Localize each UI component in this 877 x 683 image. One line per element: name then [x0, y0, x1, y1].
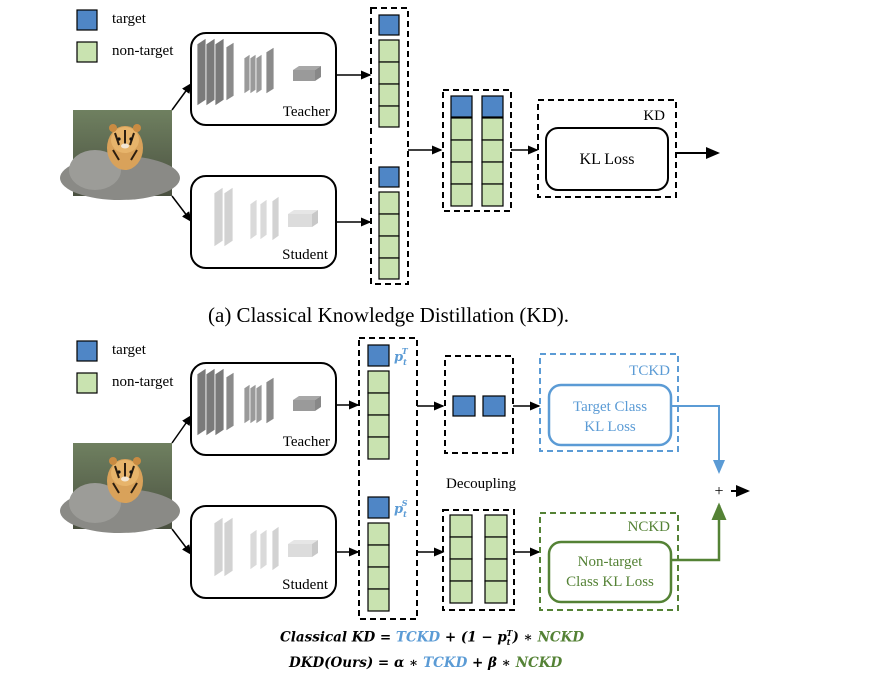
arrow-image-to-teacher-bottom — [171, 414, 192, 444]
nontarget-logits-teacher — [449, 514, 473, 604]
teacher-logits-top — [378, 14, 400, 128]
kl-loss-box — [545, 127, 669, 191]
paired-logits-left — [450, 95, 473, 207]
legend-target-swatch — [76, 9, 98, 31]
student-logits-top — [378, 166, 400, 280]
nontarget-logits-student — [484, 514, 508, 604]
target-logit-teacher — [452, 395, 476, 417]
target-pair-group — [444, 355, 514, 454]
teacher-network-bottom — [190, 362, 337, 456]
formula-classical-kd: Classical KD = TCKD + (1 − ptT) ∗ NCKD — [280, 628, 585, 648]
target-logit-student — [482, 395, 506, 417]
tckd-label: TCKD — [629, 363, 670, 379]
tckd-box-line2: KL Loss — [584, 419, 636, 435]
kd-label: KD — [643, 108, 665, 124]
input-image-top — [60, 110, 180, 200]
teacher-label-top: Teacher — [283, 104, 330, 120]
legend-non-target-label-bottom: non-target — [112, 374, 174, 390]
legend-non-target-swatch — [76, 41, 98, 63]
arrow-image-to-student-bottom — [171, 528, 192, 556]
pt-teacher-label: ptT — [394, 346, 409, 367]
nckd-dashed-box — [539, 512, 679, 611]
nckd-box-line1: Non-target — [578, 554, 644, 570]
teacher-logits-bottom — [367, 344, 390, 460]
nckd-label: NCKD — [627, 519, 670, 535]
sum-symbol: + — [714, 483, 723, 500]
student-label-bottom: Student — [282, 577, 329, 593]
student-network-top — [190, 175, 337, 269]
tckd-box-line1: Target Class — [573, 399, 647, 415]
legend-target-swatch-bottom — [76, 340, 98, 362]
decoupling-label: Decoupling — [446, 476, 516, 492]
tckd-dashed-box — [539, 353, 679, 452]
paired-logits-group — [442, 89, 512, 212]
teacher-label-bottom: Teacher — [283, 434, 330, 450]
teacher-network-top — [190, 32, 337, 126]
tckd-loss-box — [547, 383, 673, 447]
kl-loss-label: KL Loss — [580, 151, 635, 168]
paired-logits-right — [481, 95, 504, 207]
legend-non-target-swatch-bottom — [76, 372, 98, 394]
arrow-image-to-teacher — [171, 82, 192, 111]
student-logits-bottom — [367, 496, 390, 612]
arrow-tckd-to-sum — [671, 405, 725, 474]
pt-student-label: ptS — [394, 498, 408, 519]
legend-non-target-label: non-target — [112, 43, 174, 59]
arrow-nckd-to-sum — [671, 502, 727, 562]
kd-dashed-box — [537, 99, 677, 198]
legend-target-label-bottom: target — [112, 342, 146, 358]
nontarget-pair-group — [442, 509, 515, 611]
student-label-top: Student — [282, 247, 329, 263]
legend-target-label: target — [112, 11, 146, 27]
logits-group-top — [370, 7, 409, 285]
nckd-box-line2: Class KL Loss — [566, 574, 654, 590]
nckd-loss-box — [547, 540, 673, 604]
figure-caption-a: (a) Classical Knowledge Distillation (KD… — [208, 303, 569, 327]
input-image-bottom — [60, 443, 180, 533]
formula-dkd: DKD(Ours) = α ∗ TCKD + β ∗ NCKD — [289, 655, 563, 671]
arrow-image-to-student — [171, 195, 192, 223]
